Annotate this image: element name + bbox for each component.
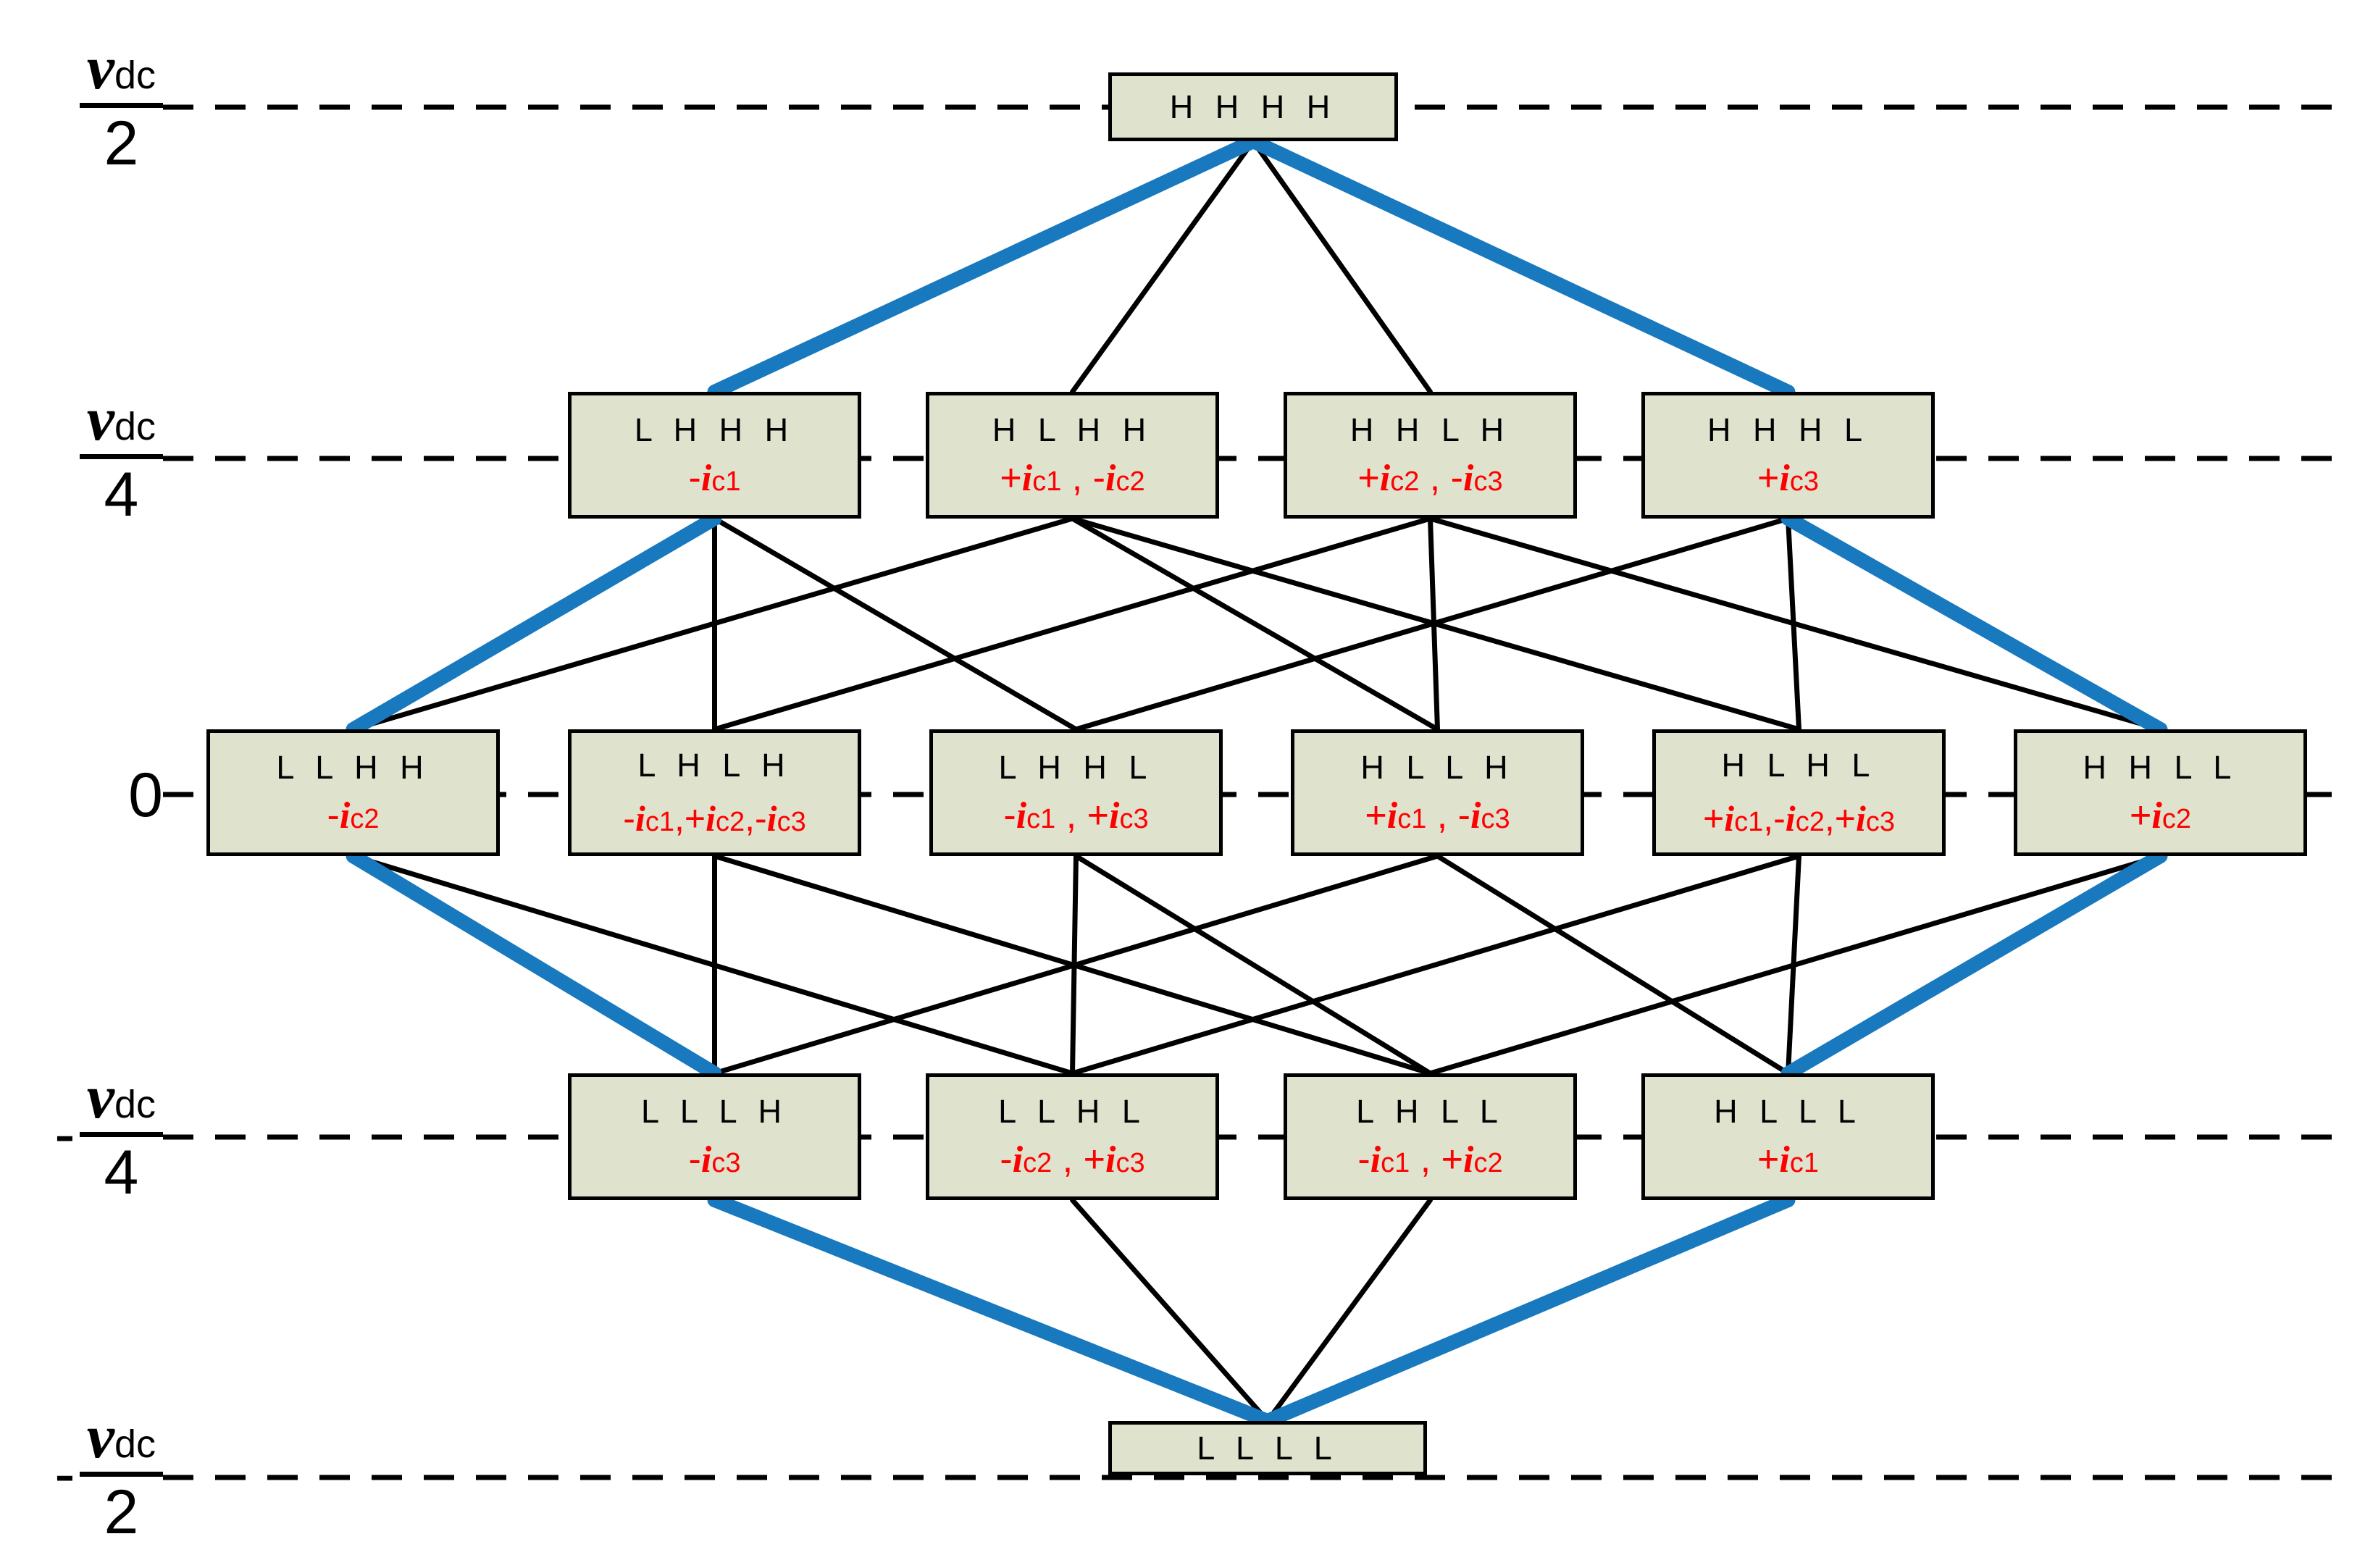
state-node-hhhh[interactable]: H H H H xyxy=(1108,72,1398,141)
axis-numerator: vdc xyxy=(79,387,163,459)
state-code-label: H L L H xyxy=(1360,748,1515,786)
axis-denominator: 4 xyxy=(104,1137,139,1207)
transition-edge xyxy=(1250,138,1433,395)
state-code-label: H L H H xyxy=(992,411,1153,448)
capacitor-current-label: +ic2 xyxy=(2130,794,2191,837)
state-node-hhlh[interactable]: H H L H +ic2 , -ic3 xyxy=(1284,392,1577,519)
capacitor-current-label: -ic3 xyxy=(688,1138,741,1181)
transition-edge xyxy=(1428,853,2163,1076)
transition-edge xyxy=(1070,516,1440,732)
state-node-lhlh[interactable]: L H L H -ic1,+ic2,-ic3 xyxy=(568,729,861,856)
axis-numerator: vdc xyxy=(79,1405,163,1477)
state-code-label: L H H H xyxy=(634,411,795,448)
axis-denominator: 2 xyxy=(104,108,139,178)
state-node-hlhh[interactable]: H L H H +ic1 , -ic2 xyxy=(926,392,1219,519)
capacitor-current-label: -ic1 , +ic3 xyxy=(1003,794,1149,837)
transition-edge xyxy=(1435,853,1791,1076)
highlight-edge xyxy=(1246,134,1796,399)
highlight-edge xyxy=(346,849,722,1081)
transition-edge xyxy=(1070,853,1801,1076)
axis-denominator: 4 xyxy=(104,459,139,529)
transition-edge xyxy=(1070,138,1256,395)
capacitor-current-label: +ic1 , -ic2 xyxy=(1000,456,1145,499)
state-node-hlll[interactable]: H L L L +ic1 xyxy=(1641,1073,1935,1200)
axis-denominator: 2 xyxy=(104,1477,139,1547)
state-node-llll[interactable]: L L L L xyxy=(1108,1421,1427,1475)
capacitor-current-label: +ic3 xyxy=(1757,456,1819,499)
capacitor-current-label: +ic1 xyxy=(1757,1138,1819,1181)
state-code-label: L H H L xyxy=(998,748,1154,786)
state-node-hlhl[interactable]: H L H L +ic1,-ic2,+ic3 xyxy=(1652,729,1946,856)
state-code-label: H L H L xyxy=(1721,746,1877,784)
state-node-llhh[interactable]: L L H H -ic2 xyxy=(206,729,500,856)
state-code-label: L L H H xyxy=(276,748,430,786)
transition-edge-group xyxy=(346,134,2168,1428)
highlight-edge xyxy=(707,1193,1275,1428)
transition-edge xyxy=(1786,516,1801,732)
highlight-edge xyxy=(1780,511,2168,737)
state-node-hllh[interactable]: H L L H +ic1 , -ic3 xyxy=(1291,729,1584,856)
state-code-label: H L L L xyxy=(1714,1092,1862,1130)
state-code-label: L H L L xyxy=(1356,1092,1504,1130)
axis-numerator: vdc xyxy=(79,1065,163,1137)
transition-edge xyxy=(712,516,1079,732)
state-code-label: L L L H xyxy=(640,1092,789,1130)
axis-value-zero: 0 xyxy=(128,760,163,830)
capacitor-current-label: -ic1,+ic2,-ic3 xyxy=(623,797,806,839)
transition-edge xyxy=(1070,1197,1271,1424)
transition-edge xyxy=(1265,1197,1433,1424)
transition-edge xyxy=(1074,853,1433,1076)
capacitor-current-label: +ic1 , -ic3 xyxy=(1365,794,1510,837)
state-code-label: L L H L xyxy=(998,1092,1147,1130)
highlight-edge xyxy=(707,134,1260,399)
state-code-label: L L L L xyxy=(1197,1429,1339,1467)
capacitor-current-label: -ic2 xyxy=(327,794,380,837)
axis-label-l_0: 0 xyxy=(7,701,163,889)
capacitor-current-label: -ic2 , +ic3 xyxy=(1000,1138,1145,1181)
state-code-label: L H L H xyxy=(637,746,792,784)
state-code-label: H H H L xyxy=(1707,411,1870,448)
state-node-lhll[interactable]: L H L L -ic1 , +ic2 xyxy=(1284,1073,1577,1200)
state-node-lhhh[interactable]: L H H H -ic1 xyxy=(568,392,861,519)
state-node-llhl[interactable]: L L H L -ic2 , +ic3 xyxy=(926,1073,1219,1200)
state-node-lhhl[interactable]: L H H L -ic1 , +ic3 xyxy=(929,729,1223,856)
highlight-edge xyxy=(1780,849,2168,1081)
transition-edge xyxy=(351,516,1075,732)
state-code-label: H H H H xyxy=(1169,88,1337,125)
highlight-edge xyxy=(346,511,722,737)
capacitor-current-label: +ic2 , -ic3 xyxy=(1357,456,1503,499)
axis-sign: - xyxy=(54,1099,75,1169)
state-node-lllh[interactable]: L L L H -ic3 xyxy=(568,1073,861,1200)
state-code-label: H H L H xyxy=(1349,411,1511,448)
transition-edge xyxy=(712,853,1440,1076)
axis-numerator: vdc xyxy=(79,36,163,108)
state-code-label: H H L L xyxy=(2083,748,2238,786)
transition-edge xyxy=(1074,516,1791,732)
capacitor-current-label: -ic1 , +ic2 xyxy=(1357,1138,1503,1181)
highlight-edge xyxy=(1260,1193,1796,1428)
transition-edge xyxy=(712,516,1433,732)
state-node-hhhl[interactable]: H H H L +ic3 xyxy=(1641,392,1935,519)
axis-sign: - xyxy=(54,1438,75,1509)
capacitor-current-label: -ic1 xyxy=(688,456,741,499)
capacitor-current-label: +ic1,-ic2,+ic3 xyxy=(1703,797,1895,839)
state-node-hhll[interactable]: H H L L +ic2 xyxy=(2014,729,2307,856)
